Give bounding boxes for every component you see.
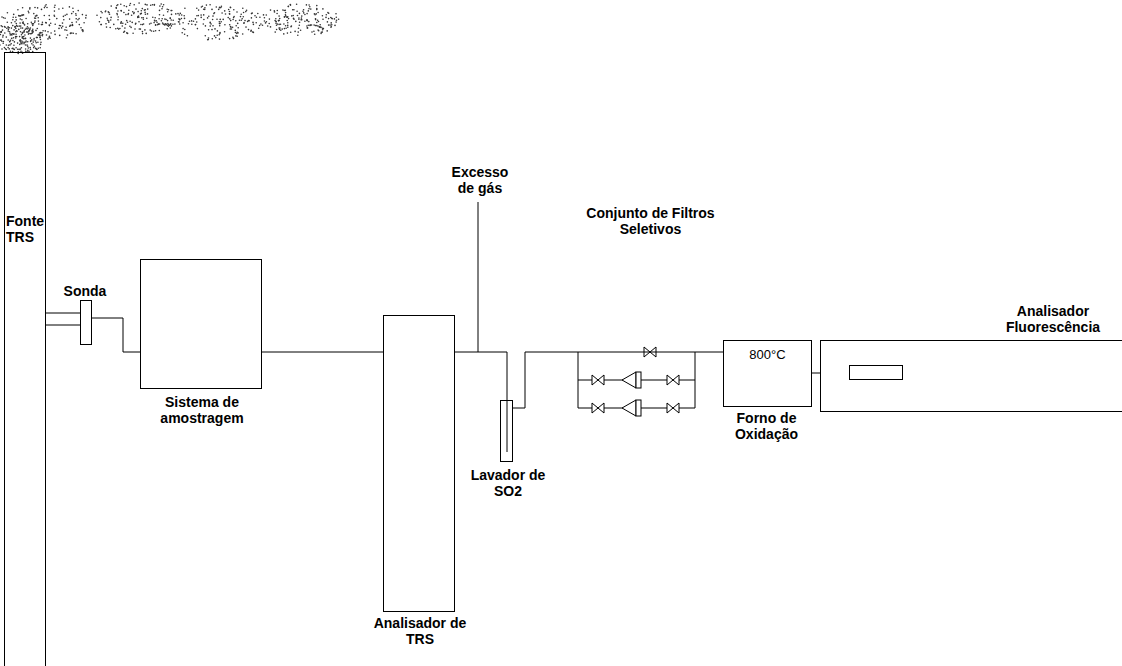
node-label: Sonda — [55, 283, 115, 299]
node-label: Analisador Fluorescência — [989, 303, 1117, 335]
node-label: Lavador de SO2 — [466, 467, 550, 499]
pipe-connector — [262, 352, 383, 353]
display-window — [849, 365, 903, 380]
pipe-connector — [46, 313, 80, 314]
stack: Fonte TRS — [4, 52, 46, 666]
sampling-system: Sistema de amostragem — [140, 259, 262, 389]
probe-line — [45, 325, 80, 326]
node-label: 800°C — [724, 347, 811, 363]
probe: Sonda — [80, 300, 92, 345]
fluorescence-analyzer: Analisador Fluorescência — [820, 340, 1122, 412]
dip-tube — [507, 400, 508, 452]
smoke-plume — [0, 2, 339, 54]
vent-line — [478, 202, 479, 352]
filter-elements — [622, 372, 641, 416]
pipe-connector — [92, 318, 140, 352]
vent-label: Excesso de gás — [445, 164, 515, 196]
pipe-connector — [513, 352, 723, 408]
trs-analyzer: Analisador de TRS — [383, 315, 455, 612]
pipe-connector — [812, 373, 820, 374]
oxidation-furnace: 800°CForno de Oxidação — [723, 340, 812, 407]
node-label: Analisador de TRS — [360, 615, 480, 647]
pipe-connector — [455, 352, 507, 400]
node-label: Sistema de amostragem — [131, 394, 273, 426]
node-label: Fonte TRS — [6, 213, 44, 245]
filter-set-label: Conjunto de Filtros Seletivos — [568, 205, 733, 237]
so2-scrubber: Lavador de SO2 — [500, 400, 513, 462]
node-label: Forno de Oxidação — [714, 410, 819, 442]
